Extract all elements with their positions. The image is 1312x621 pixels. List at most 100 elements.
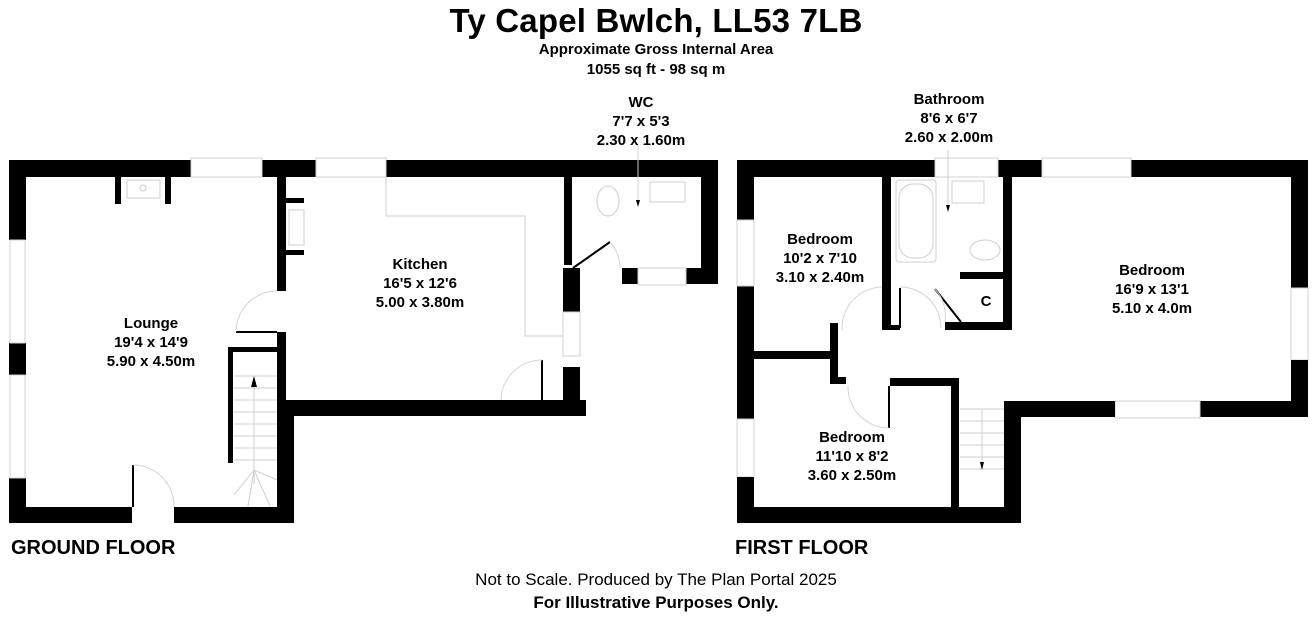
wall [277,177,286,291]
toilet-icon [596,185,620,217]
room-name: Bedroom [787,231,853,248]
wall [998,160,1042,177]
first-floor-plan [736,150,1309,523]
room-imperial: 8'6 x 6'7 [920,110,978,127]
wall [542,400,580,416]
window [1114,400,1201,419]
room-label-bedroom-1: Bedroom 10'2 x 7'10 3.10 x 2.40m [776,230,864,287]
staircase-icon [233,375,278,507]
fireplace-icon [126,179,161,199]
ground-floor-label: GROUND FLOOR [11,537,176,559]
wall [737,160,935,177]
room-label-bedroom-3: Bedroom 11'10 x 8'2 3.60 x 2.50m [808,428,896,485]
wall [9,343,26,375]
wall [830,377,846,384]
wall [1004,401,1021,523]
room-imperial: 19'4 x 14'9 [114,334,188,351]
room-imperial: 10'2 x 7'10 [783,250,857,267]
wall [1003,177,1012,329]
room-metric: 3.60 x 2.50m [807,467,897,484]
window [1041,157,1132,178]
wall [480,400,500,416]
room-imperial: 16'9 x 13'1 [1115,281,1189,298]
wall [286,400,586,416]
plan-title: Ty Capel Bwlch, LL53 7LB [449,2,863,39]
wall [564,177,572,265]
wall [1131,160,1308,177]
room-name: Bedroom [819,429,885,446]
wall [165,177,171,204]
area-label: Approximate Gross Internal Area [538,41,774,58]
wall [622,268,638,284]
wall [1291,160,1308,288]
room-label-cupboard: C [981,292,992,311]
wall [286,400,294,520]
room-metric: 3.10 x 2.40m [775,269,865,286]
basin-icon [649,181,686,203]
room-name: C [980,293,992,310]
wall [115,177,121,204]
window [315,157,387,178]
room-metric: 2.30 x 1.60m [596,132,686,149]
arrow-down-icon [636,200,640,207]
room-metric: 5.10 x 4.0m [1111,300,1193,317]
wall [754,351,830,359]
room-metric: 5.00 x 3.80m [375,294,465,311]
ground-floor-plan [9,145,718,523]
room-imperial: 11'10 x 8'2 [815,448,889,465]
wall [701,160,718,284]
wall [951,378,959,508]
toilet-icon [969,239,1001,261]
wall [286,250,304,255]
room-imperial: 16'5 x 12'6 [383,275,457,292]
wall [286,198,304,203]
window [9,374,26,479]
wall [228,347,277,352]
wall [9,160,191,177]
room-label-lounge: Lounge 19'4 x 14'9 5.90 x 4.50m [107,314,195,371]
wall [960,272,1010,279]
wall [830,323,838,383]
room-name: Lounge [123,315,179,332]
arrow-up-icon [251,376,257,387]
window [1290,287,1309,361]
bathtub-icon [895,179,937,263]
wall [882,177,891,329]
room-label-bedroom-2: Bedroom 16'9 x 13'1 5.10 x 4.0m [1112,261,1192,318]
basin-icon [951,180,985,204]
room-name: WC [628,94,654,111]
room-imperial: 7'7 x 5'3 [612,113,670,130]
wall [882,325,900,330]
wall [228,347,233,463]
wall [890,378,958,386]
window [190,157,263,178]
window [637,267,687,286]
room-label-bathroom: Bathroom 8'6 x 6'7 2.60 x 2.00m [905,90,993,147]
window [934,157,999,178]
window [736,418,755,478]
room-metric: 5.90 x 4.50m [106,353,196,370]
room-label-kitchen: Kitchen 16'5 x 12'6 5.00 x 3.80m [376,255,464,312]
arrow-down-icon [946,205,950,212]
wall [9,160,26,240]
disclaimer-text: Not to Scale. Produced by The Plan Porta… [475,570,837,589]
wall [1004,401,1115,417]
room-name: Bedroom [1119,262,1185,279]
wall [737,160,754,220]
staircase-icon [960,408,1004,470]
wall [945,322,1012,330]
first-floor-label: FIRST FLOOR [735,537,869,559]
area-value: 1055 sq ft - 98 sq m [586,61,726,78]
arrow-down-icon [980,462,984,470]
wall [174,507,294,523]
room-name: Kitchen [392,256,448,273]
illustrative-note: For Illustrative Purposes Only. [533,593,779,612]
window [736,219,755,287]
room-name: Bathroom [913,91,985,108]
wall [1200,401,1308,417]
window [562,311,581,357]
window [9,239,26,344]
wall [563,268,580,312]
fireplace-icon [288,209,305,246]
